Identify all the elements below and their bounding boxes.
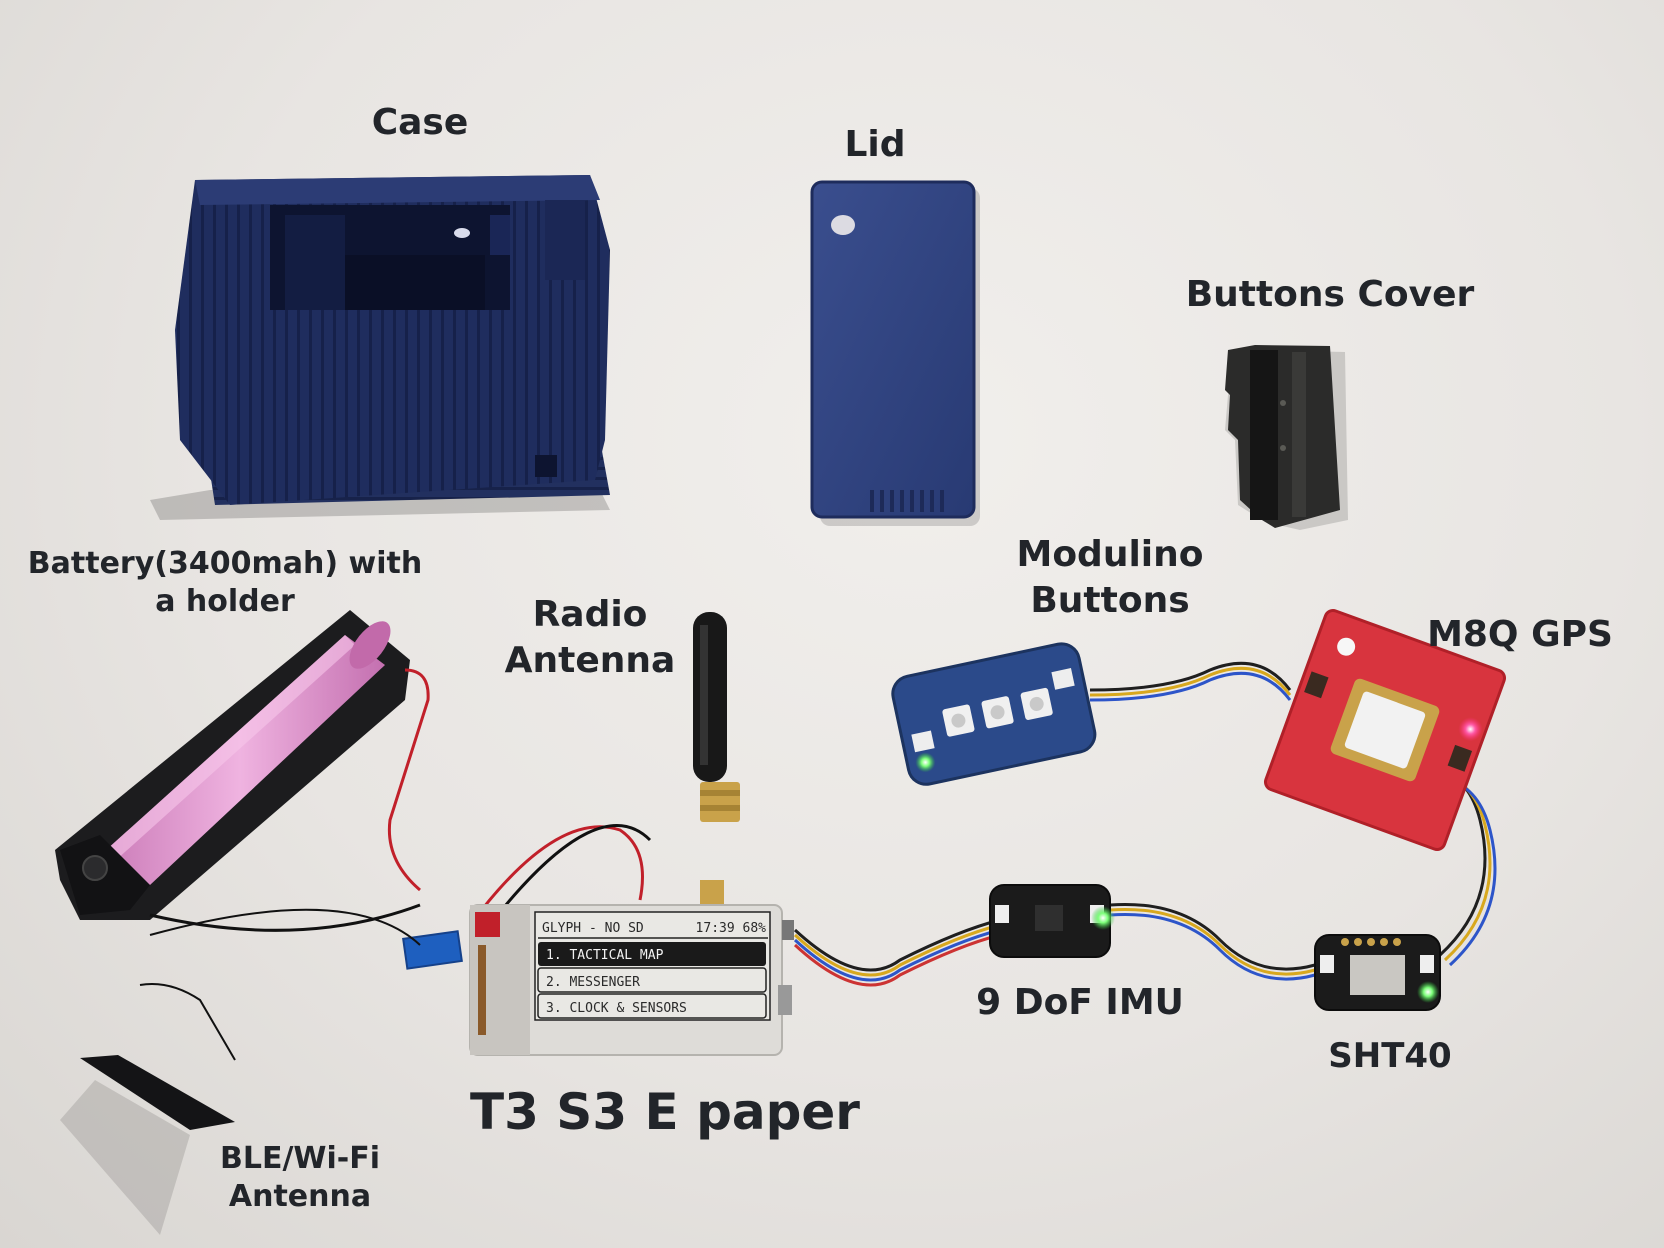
label-m8q-gps: M8Q GPS	[1427, 614, 1613, 655]
label-radio-line1: Radio	[532, 594, 648, 635]
battery-holder-part	[55, 610, 430, 932]
label-sht40: SHT40	[1328, 1036, 1452, 1076]
label-t3s3: T3 S3 E paper	[470, 1083, 860, 1141]
qwiic-wires	[793, 661, 1497, 987]
t3s3-board	[469, 824, 794, 1056]
epaper-menu-item: 1. TACTICAL MAP	[546, 948, 664, 963]
label-battery: Battery(3400mah) with a holder	[20, 545, 430, 622]
label-lid: Lid	[844, 124, 906, 165]
modulino-buttons-board	[891, 642, 1097, 786]
buttons-cover-part	[1225, 345, 1348, 530]
sht40-board	[1314, 934, 1441, 1011]
label-modulino-buttons: Modulino Buttons	[1000, 532, 1220, 624]
label-modulino-line1: Modulino	[1016, 534, 1204, 575]
epaper-menu-item: 3. CLOCK & SENSORS	[546, 1001, 687, 1016]
radio-antenna-part	[693, 612, 740, 910]
label-ble-line1: BLE/Wi-Fi	[219, 1141, 381, 1176]
lid-part	[810, 180, 980, 526]
epaper-header-title: GLYPH - NO SD	[542, 921, 644, 936]
epaper-menu-item: 2. MESSENGER	[546, 975, 640, 990]
m8q-gps-board	[1263, 608, 1507, 852]
label-modulino-line2: Buttons	[1030, 580, 1190, 622]
label-battery-line1: Battery(3400mah) with	[27, 546, 423, 581]
label-imu: 9 DoF IMU	[976, 982, 1184, 1023]
label-radio-antenna: Radio Antenna	[500, 592, 680, 684]
label-radio-line2: Antenna	[504, 640, 676, 682]
label-battery-line2: a holder	[155, 584, 295, 620]
case-part	[150, 175, 610, 520]
label-case: Case	[371, 102, 469, 143]
label-buttons-cover: Buttons Cover	[1185, 274, 1475, 315]
ble-antenna-part	[60, 908, 463, 1235]
label-ble-antenna: BLE/Wi-Fi Antenna	[215, 1140, 385, 1217]
epaper-header-status: 17:39 68%	[695, 921, 766, 936]
imu-board	[989, 884, 1115, 958]
label-ble-line2: Antenna	[228, 1179, 372, 1215]
